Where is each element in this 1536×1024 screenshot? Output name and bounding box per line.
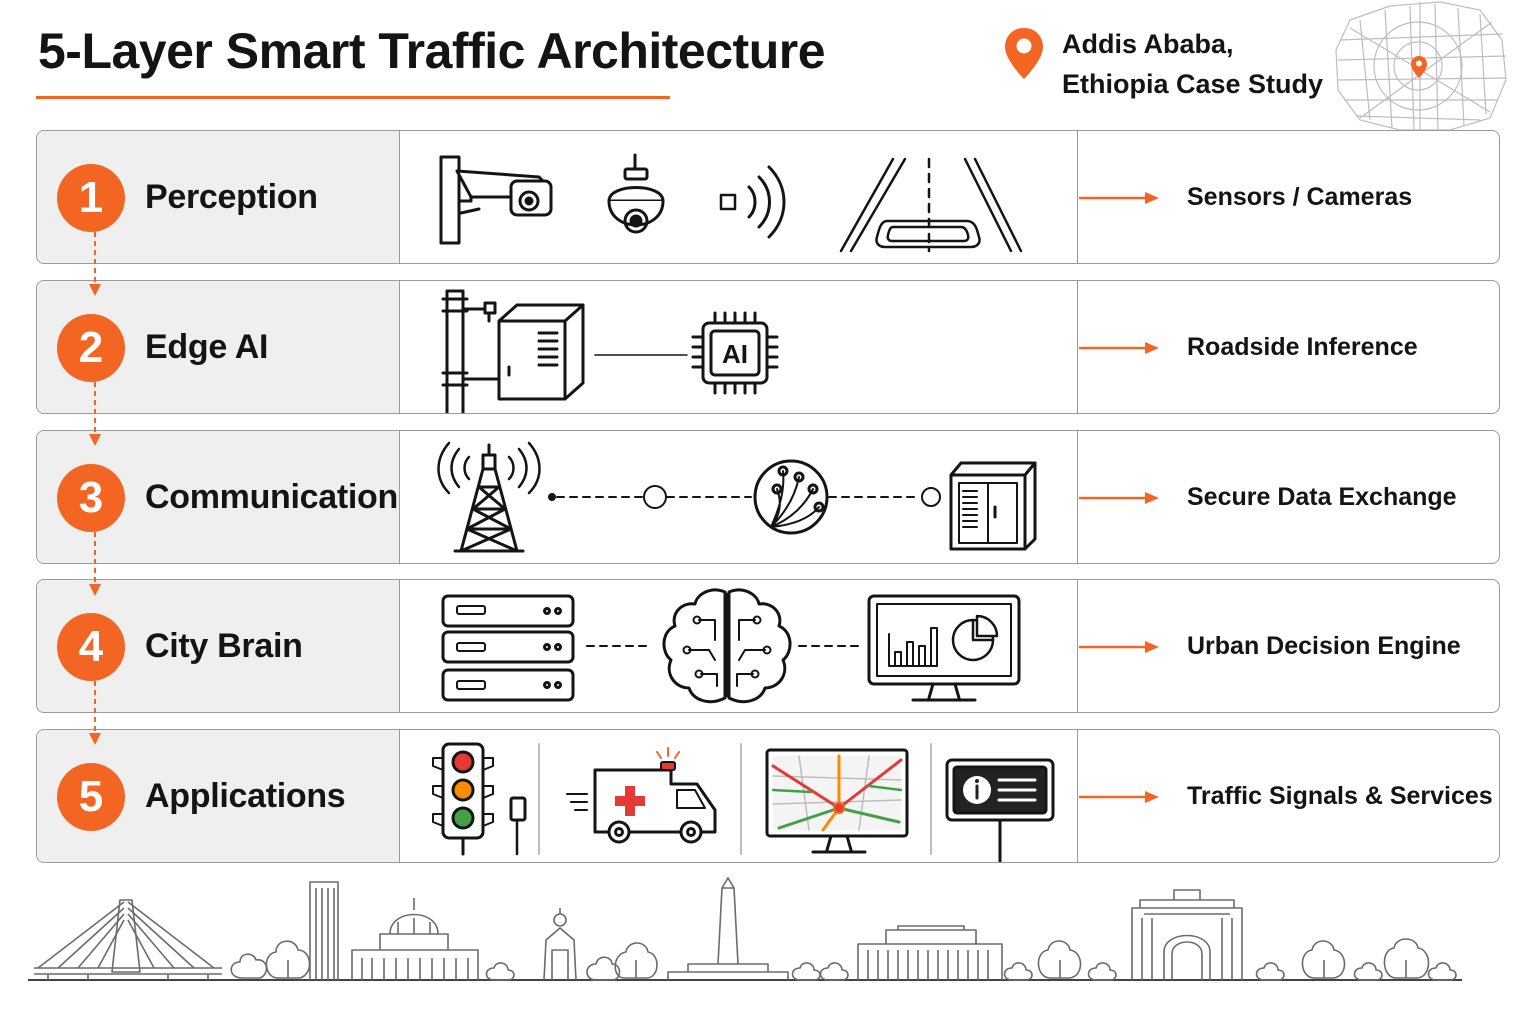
- layer-label-cell: 5 Applications: [37, 730, 400, 862]
- layer-icons: [399, 131, 1078, 263]
- location-label: Addis Ababa, Ethiopia Case Study: [1062, 24, 1323, 104]
- layer-name: Communication: [145, 477, 398, 516]
- layer-description: Roadside Inference: [1187, 332, 1418, 361]
- layer-number-badge: 2: [57, 314, 125, 382]
- network-cabinet-icon: [949, 461, 1037, 551]
- traffic-light-icon: [432, 742, 527, 856]
- server-rack-icon: [441, 594, 575, 702]
- brain-circuit-icon: [662, 588, 792, 704]
- flow-arrow-down-icon: [89, 532, 101, 596]
- flow-arrow-down-icon: [89, 382, 101, 446]
- layer-number-badge: 4: [57, 613, 125, 681]
- layer-icons: [399, 730, 1078, 862]
- arrow-right-icon: [1079, 492, 1159, 504]
- layer-name: Perception: [145, 177, 318, 216]
- title-underline: [36, 96, 670, 99]
- layer-description-cell: Sensors / Cameras: [1077, 131, 1499, 263]
- layer-row-applications: 5 Applications: [36, 729, 1500, 863]
- layer-description-cell: Roadside Inference: [1077, 281, 1499, 413]
- layer-label-cell: 3 Communication: [37, 431, 400, 563]
- city-skyline-icon: [28, 877, 1462, 981]
- layer-label-cell: 1 Perception: [37, 131, 400, 263]
- arrow-right-icon: [1079, 342, 1159, 354]
- page-title: 5-Layer Smart Traffic Architecture: [38, 23, 826, 79]
- layer-description: Traffic Signals & Services: [1187, 781, 1493, 810]
- layer-description: Urban Decision Engine: [1187, 631, 1461, 660]
- layer-icons: AI: [399, 281, 1078, 413]
- layer-description: Secure Data Exchange: [1187, 482, 1457, 511]
- connection-line: [548, 485, 941, 509]
- layer-row-edge-ai: 2 Edge AI AI: [36, 280, 1500, 414]
- analytics-monitor-icon: [867, 594, 1021, 702]
- layer-icons: [399, 580, 1078, 712]
- layer-label-cell: 2 Edge AI: [37, 281, 400, 413]
- ambulance-icon: [566, 747, 717, 844]
- location-line-1: Addis Ababa,: [1062, 29, 1234, 59]
- arrow-right-icon: [1079, 192, 1159, 204]
- arrow-right-icon: [1079, 641, 1159, 653]
- layer-label-cell: 4 City Brain: [37, 580, 400, 712]
- layer-description-cell: Secure Data Exchange: [1077, 431, 1499, 563]
- layer-row-communication: 3 Communication: [36, 430, 1500, 564]
- flow-arrow-down-icon: [89, 232, 101, 296]
- layer-number-badge: 3: [57, 464, 125, 532]
- layer-description-cell: Urban Decision Engine: [1077, 580, 1499, 712]
- layer-number-badge: 1: [57, 164, 125, 232]
- ai-chip-icon: AI: [691, 311, 779, 395]
- layer-description-cell: Traffic Signals & Services: [1077, 730, 1499, 862]
- roadside-cabinet-icon: [441, 289, 585, 413]
- layer-description: Sensors / Cameras: [1187, 182, 1413, 211]
- radar-sensor-icon: [719, 165, 786, 239]
- arrow-right-icon: [1079, 791, 1159, 803]
- layer-icons: [399, 431, 1078, 563]
- layer-row-city-brain: 4 City Brain: [36, 579, 1500, 713]
- info-sign-icon: [945, 758, 1055, 862]
- dome-camera-icon: [607, 153, 665, 234]
- location-line-2: Ethiopia Case Study: [1062, 69, 1324, 99]
- layer-name: Applications: [145, 776, 346, 815]
- layer-name: Edge AI: [145, 327, 269, 366]
- ai-chip-label: AI: [722, 339, 748, 369]
- fiber-optic-icon: [753, 459, 829, 535]
- city-map-icon: [1335, 1, 1507, 131]
- layer-name: City Brain: [145, 626, 303, 665]
- cell-tower-icon: [437, 441, 541, 553]
- layer-number-badge: 5: [57, 763, 125, 831]
- layer-row-perception: 1 Perception: [36, 130, 1500, 264]
- traffic-map-icon: [765, 748, 909, 854]
- location-pin-icon: [1005, 28, 1043, 79]
- road-loop-detector-icon: [839, 157, 1023, 253]
- flow-arrow-down-icon: [89, 681, 101, 745]
- cctv-camera-icon: [439, 155, 553, 245]
